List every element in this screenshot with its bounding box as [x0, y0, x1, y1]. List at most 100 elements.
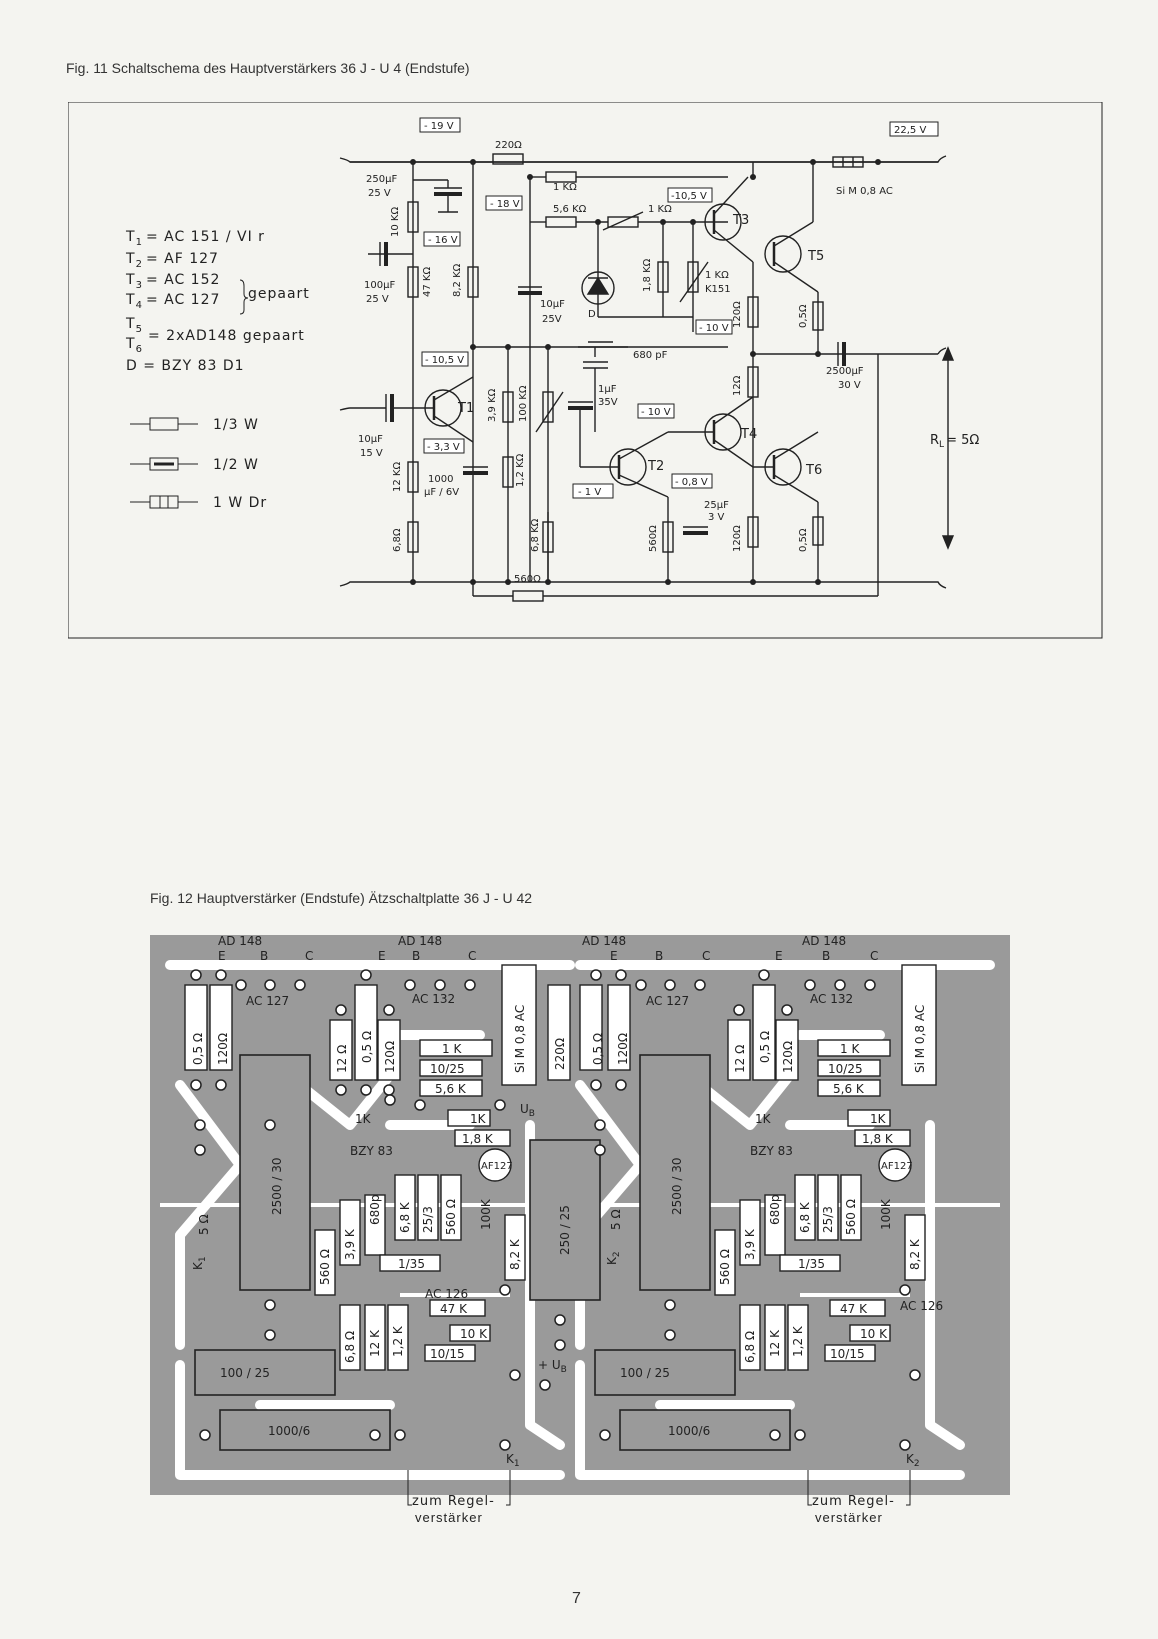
pot-1k: 1 KΩ [648, 204, 672, 215]
pcb-1k-b: 1K [355, 1112, 372, 1126]
legend-1-3-w: 1/3 W [213, 417, 259, 433]
pcb-1k-c: 1K [870, 1112, 887, 1126]
t2-label: T2 [647, 459, 664, 474]
pcb-r12k2-1: 1,2 K [391, 1325, 405, 1357]
ad148-label-3: AD 148 [582, 934, 626, 948]
pcb-r05-3: 0,5 Ω [591, 1033, 605, 1065]
legend-t2: T2= AF 127 [125, 251, 219, 270]
voltage-minus-10-b: - 10 V [641, 407, 671, 418]
pcb-r1k-1: 1 K [442, 1042, 462, 1056]
pcb-c1025-1: 10/25 [430, 1062, 465, 1076]
c-10uf-voltage: 25V [542, 314, 562, 325]
voltage-22-5: 22,5 V [894, 125, 926, 136]
pcb-af127-2: AF127 [881, 1161, 913, 1172]
pcb-c250: 250 / 25 [558, 1205, 572, 1255]
pcb-r10k-2: 10 K [860, 1327, 888, 1341]
pcb-r47k-1: 47 K [440, 1302, 468, 1316]
r-0-5-top: 0,5Ω [798, 304, 809, 328]
pcb-c135-1: 1/35 [398, 1257, 425, 1271]
page-number: 7 [572, 1590, 581, 1607]
c-250uf-voltage: 25 V [368, 188, 391, 199]
pcb-c253-2: 25/3 [821, 1206, 835, 1233]
figure-12-caption: Fig. 12 Hauptverstärker (Endstufe) Ätzsc… [150, 890, 533, 906]
r-1k: 1 KΩ [553, 182, 577, 193]
r-6-8k: 6,8 KΩ [530, 518, 541, 552]
pcb-1k-a: 1K [470, 1112, 487, 1126]
pcb-r100k-2: 100K [879, 1198, 893, 1230]
pcb-r05-2: 0,5 Ω [360, 1031, 374, 1063]
voltage-minus-18: - 18 V [490, 199, 520, 210]
t3-label: T3 [732, 213, 749, 228]
pcb-c1025-2: 10/25 [828, 1062, 863, 1076]
pcb-r120-3: 120Ω [616, 1033, 630, 1065]
pcb-fuse-1: Si M 0,8 AC [513, 1005, 527, 1073]
c-1000uf-voltage: μF / 6V [424, 487, 459, 498]
r-1-8k: 1,8 KΩ [642, 258, 653, 292]
pcb-r39k-1: 3,9 K [343, 1228, 357, 1260]
pcb-layout-diagram: AD 148 AD 148 AD 148 AD 148 E B C E B C … [150, 934, 1010, 1509]
pcb-ub: UB [520, 1102, 535, 1119]
pcb-r120-2: 120Ω [383, 1041, 397, 1073]
pcb-r100k-1: 100K [479, 1198, 493, 1230]
r-6-8: 6,8Ω [392, 528, 403, 552]
pcb-r18k-2: 1,8 K [862, 1132, 894, 1146]
r-560-feedback: 560Ω [514, 574, 541, 585]
legend-t4: T4= AC 127 [125, 292, 220, 311]
pcb-r12k2-2: 1,2 K [791, 1325, 805, 1357]
pin-e-1: E [218, 949, 226, 963]
c-2500uf: 2500μF [826, 366, 864, 377]
pcb-bzy83-1: BZY 83 [350, 1144, 393, 1158]
pcb-k2-side: K2 [605, 1251, 622, 1265]
pin-b-3: B [655, 949, 663, 963]
r-220: 220Ω [495, 140, 522, 151]
pcb-ac132-2: AC 132 [810, 992, 853, 1006]
r-120-top: 120Ω [732, 301, 743, 328]
voltage-minus-10-a: - 10 V [699, 323, 729, 334]
pcb-r1k-2: 1 K [840, 1042, 860, 1056]
pcb-c680-1: 680p [368, 1194, 382, 1225]
pin-b-4: B [822, 949, 830, 963]
r-100k: 100 KΩ [518, 385, 529, 422]
voltage-minus-10-5: - 10,5 V [425, 355, 464, 366]
pcb-c1015-2: 10/15 [830, 1347, 865, 1361]
pcb-r560-1: 560 Ω [444, 1199, 458, 1235]
r-12k: 12 KΩ [392, 462, 403, 492]
pcb-c1015-1: 10/15 [430, 1347, 465, 1361]
pcb-r05-1: 0,5 Ω [191, 1033, 205, 1065]
pcb-r220: 220Ω [553, 1038, 567, 1070]
c-25uf-voltage: 3 V [708, 512, 725, 523]
legend-t3: T3= AC 152 [125, 272, 220, 291]
pcb-r05-4: 0,5 Ω [758, 1031, 772, 1063]
pot-k151: K151 [705, 284, 731, 295]
legend-t6: T6 [125, 336, 143, 355]
pcb-r68k-1: 6,8 K [398, 1201, 412, 1233]
pcb-r12k-2: 12 K [768, 1329, 782, 1357]
c-100uf: 100μF [364, 280, 395, 291]
r-47k: 47 KΩ [422, 267, 433, 297]
pcb-r39k-2: 3,9 K [743, 1228, 757, 1260]
r-5-6k: 5,6 KΩ [553, 204, 587, 215]
figure-11-caption: Fig. 11 Schaltschema des Hauptverstärker… [66, 60, 470, 76]
pin-c-4: C [870, 949, 878, 963]
pcb-r47k-2: 47 K [840, 1302, 868, 1316]
r-560: 560Ω [648, 525, 659, 552]
pcb-r560-3: 560 Ω [318, 1249, 332, 1285]
t4-label: T4 [740, 427, 757, 442]
pin-c-3: C [702, 949, 710, 963]
r-120-bottom: 120Ω [732, 525, 743, 552]
pcb-r5-1: 5 Ω [197, 1214, 211, 1235]
pcb-k1-side: K1 [191, 1256, 208, 1270]
pcb-r18k-1: 1,8 K [462, 1132, 494, 1146]
voltage-minus-1: - 1 V [578, 487, 601, 498]
pcb-bzy83-2: BZY 83 [750, 1144, 793, 1158]
c-1000uf: 1000 [428, 474, 453, 485]
c-10uf-input-voltage: 15 V [360, 448, 383, 459]
pcb-r560-4: 560 Ω [718, 1249, 732, 1285]
pcb-plus-ub: + UB [538, 1358, 567, 1375]
t5-label: T5 [807, 249, 824, 264]
ad148-label-2: AD 148 [398, 934, 442, 948]
c-680pf: 680 pF [633, 350, 668, 361]
r-1-2k: 1,2 KΩ [515, 453, 526, 487]
voltage-minus-3-3: - 3,3 V [427, 442, 460, 453]
pcb-ac126-1: AC 126 [425, 1287, 468, 1301]
